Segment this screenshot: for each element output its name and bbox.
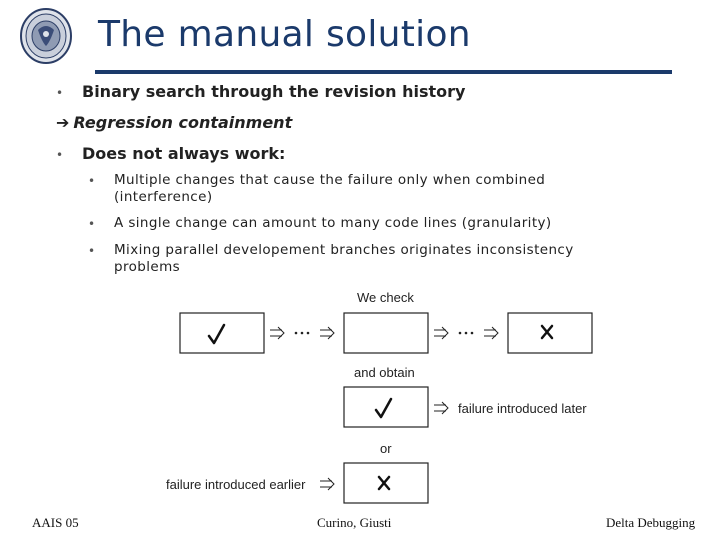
sub-bullet-branches: Mixing parallel developement branches or… bbox=[114, 242, 574, 275]
box-obtain-fail bbox=[343, 462, 429, 504]
sub-bullet-interference: Multiple changes that cause the failure … bbox=[114, 172, 546, 205]
footer-right: Delta Debugging bbox=[606, 515, 696, 530]
box-fail bbox=[507, 312, 593, 354]
failure-later-label: failure introduced later bbox=[458, 401, 587, 416]
arrow-bullet-text: Regression containment bbox=[73, 113, 293, 132]
or-label: or bbox=[380, 441, 392, 456]
sub-bullet-dot: • bbox=[88, 244, 96, 258]
box-pass bbox=[179, 312, 265, 354]
right-arrow-icon: ➔ bbox=[56, 113, 70, 132]
we-check-label: We check bbox=[357, 290, 414, 305]
bullet-dot: • bbox=[56, 86, 64, 100]
bullet-dot: • bbox=[56, 148, 64, 162]
bullet-binary-search: Binary search through the revision histo… bbox=[82, 82, 466, 101]
title-underline bbox=[95, 70, 672, 74]
bullet-does-not-work: Does not always work: bbox=[82, 144, 286, 163]
slide-title: The manual solution bbox=[98, 14, 471, 55]
cross-mark-icon bbox=[540, 324, 554, 340]
check-mark-icon bbox=[374, 397, 393, 419]
and-obtain-label: and obtain bbox=[354, 365, 415, 380]
university-seal-logo bbox=[20, 8, 72, 64]
sub-bullet-granularity: A single change can amount to many code … bbox=[114, 215, 552, 231]
revision-check-diagram: We check and obtain failure introduced l… bbox=[166, 290, 593, 504]
implies-arrow-later bbox=[434, 401, 449, 415]
cross-mark-icon bbox=[377, 475, 391, 491]
footer-center: Curino, Giusti bbox=[317, 515, 392, 530]
sub-bullet-dot: • bbox=[88, 217, 96, 231]
sub-bullet-dot: • bbox=[88, 174, 96, 188]
arrow-bullet: ➔Regression containment bbox=[56, 113, 292, 132]
implies-arrow-earlier bbox=[320, 477, 335, 491]
implies-arrow-left bbox=[270, 326, 335, 340]
box-check-middle bbox=[343, 312, 429, 354]
implies-arrow-right bbox=[434, 326, 499, 340]
check-mark-icon bbox=[207, 323, 226, 345]
footer-left: AAIS 05 bbox=[32, 515, 79, 530]
failure-earlier-label: failure introduced earlier bbox=[166, 477, 306, 492]
